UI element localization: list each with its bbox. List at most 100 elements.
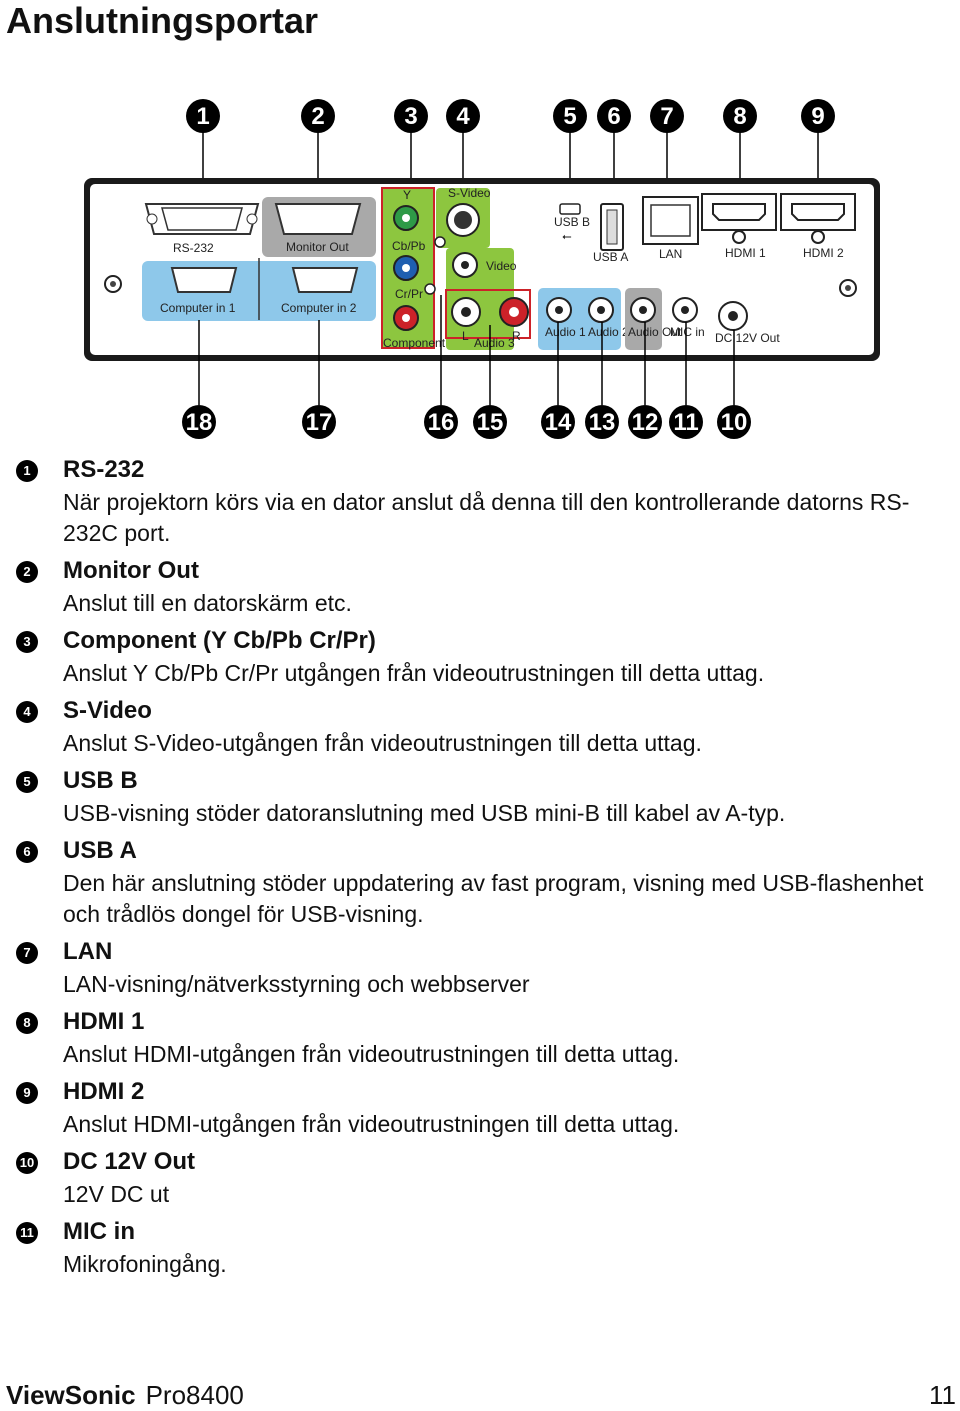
item-number-badge: 10 — [16, 1152, 38, 1174]
footer-brand: ViewSonic — [6, 1380, 136, 1410]
item-description: 12V DC ut — [63, 1181, 170, 1207]
callout-top-4: 4 — [446, 99, 480, 133]
callout-bottom-10: 10 — [717, 405, 751, 439]
item-number-badge: 3 — [16, 631, 38, 653]
svg-text:Video: Video — [486, 259, 517, 273]
item-title: Component (Y Cb/Pb Cr/Pr) — [63, 627, 376, 654]
page-title: Anslutningsportar — [6, 0, 318, 41]
item-title: RS-232 — [63, 456, 145, 483]
item-number-badge: 6 — [16, 841, 38, 863]
svg-text:HDMI 1: HDMI 1 — [725, 246, 766, 260]
item-title: LAN — [63, 938, 113, 965]
item-description: Anslut till en datorskärm etc. — [63, 590, 352, 616]
callout-bottom-12: 12 — [628, 405, 662, 439]
item-description: Mikrofoningång. — [63, 1251, 227, 1277]
svg-text:3: 3 — [404, 103, 417, 130]
svg-text:14: 14 — [545, 409, 572, 436]
item-description: Anslut Y Cb/Pb Cr/Pr utgången från video… — [63, 660, 765, 686]
svg-text:6: 6 — [607, 103, 620, 130]
svg-text:10: 10 — [721, 409, 748, 436]
svg-text:⭠: ⭠ — [562, 229, 572, 243]
svg-text:13: 13 — [589, 409, 616, 436]
item-description: Anslut HDMI-utgången från videoutrustnin… — [63, 1041, 680, 1067]
svg-text:LAN: LAN — [659, 247, 682, 261]
callout-top-6: 6 — [597, 99, 631, 133]
svg-text:17: 17 — [306, 409, 333, 436]
port-item: 7 LAN LAN-visning/nätverksstyrning och web… — [0, 934, 960, 1004]
item-title: USB A — [63, 837, 137, 864]
svg-text:9: 9 — [811, 103, 824, 130]
computer-in-2-label: Computer in 2 — [281, 301, 357, 315]
svg-text:USB B: USB B — [554, 215, 590, 229]
svg-text:Audio 1: Audio 1 — [545, 325, 586, 339]
callout-bottom-11: 11 — [669, 405, 703, 439]
callout-bottom-14: 14 — [541, 405, 575, 439]
svg-text:Component: Component — [383, 336, 446, 350]
rs232-port: RS-232 — [144, 203, 260, 255]
computer-in-1-label: Computer in 1 — [160, 301, 236, 315]
svg-text:11: 11 — [673, 409, 698, 436]
callout-bottom-15: 15 — [473, 405, 507, 439]
port-item: 11 MIC in Mikrofoningång. — [0, 1214, 960, 1284]
svg-text:USB A: USB A — [593, 250, 628, 264]
item-title: USB B — [63, 767, 138, 794]
svg-text:MIC in: MIC in — [670, 325, 705, 339]
svg-text:15: 15 — [477, 409, 504, 436]
svg-text:16: 16 — [428, 409, 455, 436]
connector-panel-svg: RS-232 Monitor Out Computer in 1 Compute… — [84, 99, 880, 439]
footer-model: Pro8400 — [145, 1380, 244, 1410]
item-description: USB-visning stöder datoranslutning med U… — [63, 800, 786, 826]
item-description: Anslut HDMI-utgången från videoutrustnin… — [63, 1111, 680, 1137]
item-description: LAN-visning/nätverksstyrning och webbser… — [63, 971, 530, 997]
svg-text:1: 1 — [196, 103, 209, 130]
item-number-badge: 2 — [16, 561, 38, 583]
callout-top-3: 3 — [394, 99, 428, 133]
item-number-badge: 11 — [16, 1222, 38, 1244]
svg-text:8: 8 — [733, 103, 746, 130]
callout-top-5: 5 — [553, 99, 587, 133]
rs232-label: RS-232 — [173, 241, 214, 255]
svg-text:Cb/Pb: Cb/Pb — [392, 239, 426, 253]
port-item: 3 Component (Y Cb/Pb Cr/Pr) Anslut Y Cb/Pb… — [0, 623, 960, 693]
svg-text:Cr/Pr: Cr/Pr — [395, 287, 423, 301]
item-description: Den här anslutning stöder uppdatering av… — [63, 870, 924, 927]
item-number-badge: 9 — [16, 1082, 38, 1104]
svg-text:Audio 3: Audio 3 — [474, 336, 515, 350]
svg-text:Audio Out: Audio Out — [628, 325, 682, 339]
item-title: S-Video — [63, 697, 152, 724]
svg-text:L: L — [462, 329, 469, 343]
svg-text:12: 12 — [632, 409, 659, 436]
item-description: När projektorn körs via en dator anslut … — [63, 489, 910, 546]
monitor-out-label: Monitor Out — [286, 240, 349, 254]
connector-panel-diagram: RS-232 Monitor Out Computer in 1 Compute… — [0, 80, 960, 460]
callout-top-9: 9 — [801, 99, 835, 133]
svg-text:S-Video: S-Video — [448, 186, 491, 200]
item-title: MIC in — [63, 1218, 135, 1245]
callout-top-1: 1 — [186, 99, 220, 133]
svg-text:Y: Y — [403, 188, 411, 202]
svg-text:DC 12V Out: DC 12V Out — [715, 331, 780, 345]
item-number-badge: 1 — [16, 460, 38, 482]
item-number-badge: 5 — [16, 771, 38, 793]
callout-bottom-18: 18 — [182, 405, 216, 439]
item-title: Monitor Out — [63, 557, 199, 584]
svg-text:2: 2 — [311, 103, 324, 130]
item-number-badge: 7 — [16, 942, 38, 964]
item-number-badge: 8 — [16, 1012, 38, 1034]
callout-top-8: 8 — [723, 99, 757, 133]
item-description: Anslut S-Video-utgången från videoutrust… — [63, 730, 702, 756]
port-item: 5 USB B USB-visning stöder datoranslutning… — [0, 763, 960, 833]
svg-text:R: R — [512, 329, 521, 343]
svg-text:4: 4 — [456, 103, 470, 130]
page-number: 11 — [929, 1380, 956, 1410]
svg-text:5: 5 — [563, 103, 576, 130]
svg-text:18: 18 — [186, 409, 213, 436]
callout-bottom-13: 13 — [585, 405, 619, 439]
item-title: HDMI 2 — [63, 1078, 145, 1105]
